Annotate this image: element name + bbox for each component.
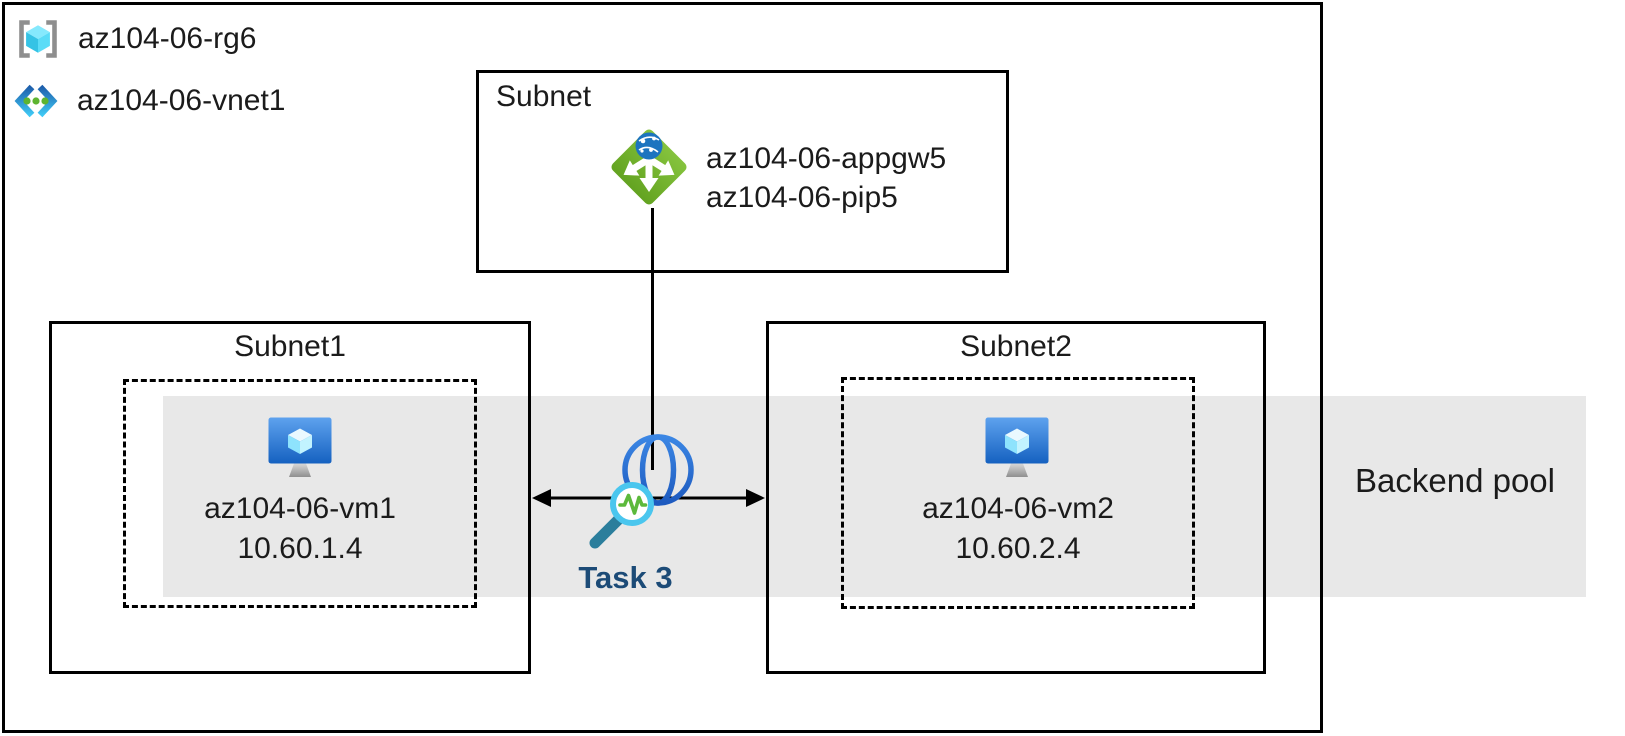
probe-magnifier: [589, 482, 654, 549]
globe: [622, 434, 694, 506]
resource-group-name: az104-06-rg6: [78, 22, 257, 55]
subnet2-vm-group: [841, 377, 1195, 609]
vnet-name: az104-06-vnet1: [77, 84, 286, 117]
subnet2-title: Subnet2: [960, 330, 1072, 363]
resource-group-legend: az104-06-rg6: [16, 18, 256, 60]
virtual-machine-icon: [268, 417, 332, 477]
appgw-name: az104-06-appgw5: [706, 142, 947, 175]
virtual-network-icon: [14, 84, 58, 118]
vnet-legend: az104-06-vnet1: [13, 82, 285, 120]
resource-group-boundary: [2, 2, 1323, 733]
vm1-caption: az104-06-vm1 10.60.1.4: [123, 489, 477, 569]
resource-group-icon: [19, 20, 57, 58]
vm2-caption: az104-06-vm2 10.60.2.4: [841, 489, 1195, 569]
globe-with-health-probe-magnifier-icon: [589, 434, 694, 549]
vm2-ip: 10.60.2.4: [955, 532, 1081, 565]
virtual-machine-icon: [985, 417, 1049, 477]
subnet1-vm-group: [123, 379, 477, 608]
gateway-arrows: [623, 157, 675, 192]
application-gateway-icon: [611, 129, 687, 205]
vm1-ip: 10.60.1.4: [237, 532, 363, 565]
appgw-labels: az104-06-appgw5 az104-06-pip5: [706, 139, 946, 217]
backend-pool-band: [163, 396, 1586, 597]
subnet1-box: [49, 321, 531, 674]
vm2-name: az104-06-vm2: [922, 492, 1114, 525]
gateway-subnet-title: Subnet: [496, 80, 592, 113]
subnet2-box: [766, 321, 1266, 674]
gateway-globe: [635, 132, 663, 160]
vm1-name: az104-06-vm1: [204, 492, 396, 525]
backend-pool-label: Backend pool: [1355, 462, 1555, 499]
subnet1-title: Subnet1: [234, 330, 346, 363]
pip-name: az104-06-pip5: [706, 181, 898, 214]
task-label: Task 3: [578, 560, 673, 595]
gateway-subnet-box: [476, 70, 1009, 273]
